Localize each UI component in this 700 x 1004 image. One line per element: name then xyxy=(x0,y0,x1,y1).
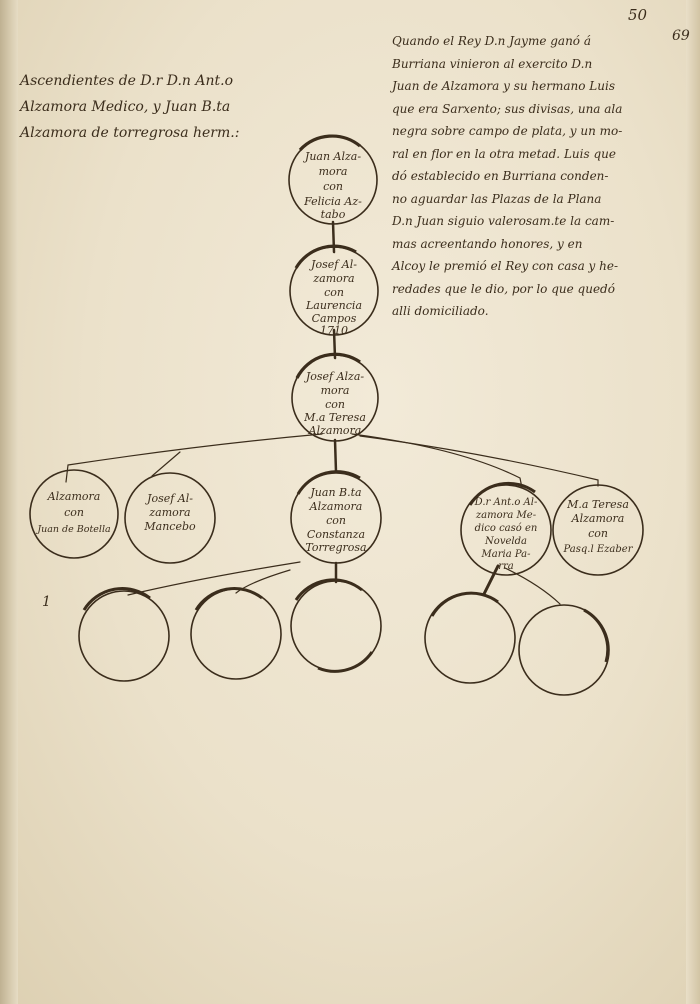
narrative-line: Quando el Rey D.n Jayme ganó á xyxy=(392,34,592,48)
person-name: con xyxy=(324,286,344,299)
person-name: Alzamora xyxy=(309,500,363,513)
heading-line: Ascendientes de D.r D.n Ant.o xyxy=(20,73,234,89)
branch-line xyxy=(504,567,561,605)
person-name: con xyxy=(325,398,345,411)
person-name: Alzamora xyxy=(308,424,362,437)
person-name: zamora xyxy=(312,272,354,285)
narrative-line: mas acreentando honores, y en xyxy=(392,236,583,251)
narrative-line: redades que le dio, por lo que quedó xyxy=(392,281,615,296)
narrative-line: dó establecido en Burriana conden- xyxy=(392,169,609,183)
person-name: M.a Teresa xyxy=(566,498,629,511)
person-name: Constanza xyxy=(307,528,365,541)
person-name: Mancebo xyxy=(143,520,196,533)
empty-circle xyxy=(78,590,170,682)
binding-gutter xyxy=(0,0,18,1004)
narrative-line: ral en flor en la otra metad. Luis que xyxy=(392,146,616,161)
person-name: mora xyxy=(321,384,350,397)
person-name: M.a Teresa xyxy=(303,411,366,424)
narrative-line: Juan de Alzamora y su hermano Luis xyxy=(392,79,615,93)
person-name: Juan B.ta xyxy=(308,486,361,499)
branch-line xyxy=(359,435,599,487)
narrative-line: negra sobre campo de plata, y un mo- xyxy=(392,124,623,138)
heading-line: Alzamora Medico, y Juan B.ta xyxy=(20,99,231,115)
person-name: Laurencia xyxy=(305,299,362,312)
person-name: rra xyxy=(498,561,514,572)
person-circle xyxy=(124,472,216,564)
person-name: con xyxy=(588,527,608,540)
person-name: con xyxy=(323,180,343,193)
person-name: Torregrosa xyxy=(305,541,366,554)
person-name: Novelda xyxy=(484,536,527,547)
person-circle xyxy=(552,484,644,576)
folio-number: 50 xyxy=(628,6,648,24)
person-name: zamora Me- xyxy=(475,510,537,521)
person-name: Alzamora xyxy=(47,490,101,503)
person-name: Juan Alza- xyxy=(303,150,361,163)
person-name: zamora xyxy=(148,506,190,519)
narrative-line: alli domiciliado. xyxy=(392,304,489,318)
person-name: Josef Al- xyxy=(145,492,193,505)
person-name: 1710 xyxy=(320,324,348,337)
narrative-line: D.n Juan siguio valerosam.te la cam- xyxy=(392,214,615,228)
person-circle xyxy=(460,484,552,576)
person-name: mora xyxy=(319,165,348,178)
person-name: Josef Al- xyxy=(309,258,357,271)
margin-mark: 1 xyxy=(42,594,51,610)
branch-line xyxy=(65,433,323,483)
branch-line xyxy=(151,451,181,477)
person-name: Josef Alza- xyxy=(304,370,365,383)
narrative-text: Quando el Rey D.n Jayme ganó á Burriana … xyxy=(392,30,682,323)
person-name: Campos xyxy=(312,312,357,325)
person-circle xyxy=(29,469,119,559)
narrative-line: Burriana vinieron al exercito D.n xyxy=(392,56,593,71)
person-name: tabo xyxy=(321,208,346,221)
folio-number-secondary: 69 xyxy=(672,28,690,44)
person-name: D.r Ant.o Al- xyxy=(474,497,538,508)
person-name: Alzamora xyxy=(571,512,625,525)
heading-line: Alzamora de torregrosa herm.: xyxy=(20,125,240,141)
person-name: con xyxy=(326,514,346,527)
person-name: Felicia Az- xyxy=(303,195,362,208)
person-name: Pasq.l Ezaber xyxy=(563,544,634,555)
narrative-line: no aguardar las Plazas de la Plana xyxy=(392,191,602,206)
person-name: Juan de Botella xyxy=(35,524,111,535)
page-edge xyxy=(686,0,700,1004)
genealogy-heading: Ascendientes de D.r D.n Ant.o Alzamora M… xyxy=(20,68,260,146)
person-name: dico casó en xyxy=(475,523,538,534)
branch-line xyxy=(482,564,500,596)
empty-circle xyxy=(190,588,282,680)
person-name: con xyxy=(64,506,84,519)
narrative-line: Alcoy le premió el Rey con casa y he- xyxy=(392,259,619,273)
trunk-line xyxy=(333,438,338,474)
branch-line xyxy=(235,569,291,594)
person-name: Maria Pa- xyxy=(481,549,532,560)
branch-line xyxy=(351,433,523,489)
narrative-line: que era Sarxento; sus divisas, una ala xyxy=(392,101,623,116)
branch-line xyxy=(127,561,301,596)
